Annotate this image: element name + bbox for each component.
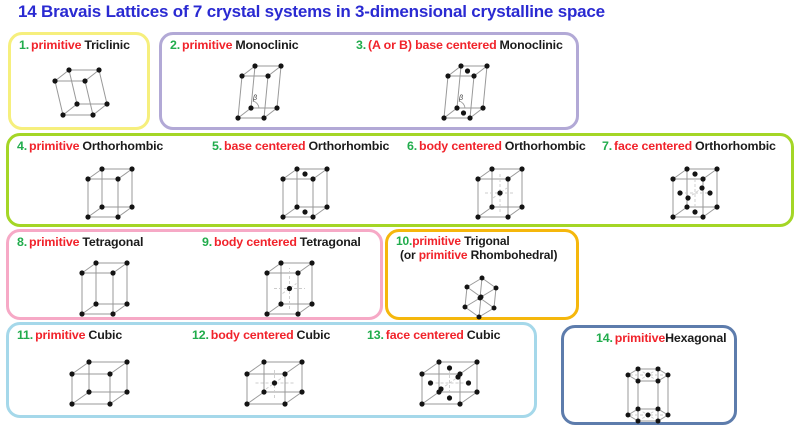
lattice-system: Monoclinic: [499, 38, 563, 52]
lattice-centering: primitive: [29, 139, 80, 153]
lattice-centering: face centered: [614, 139, 692, 153]
group-hexagonal-box: 14.primitiveHexagonal: [561, 325, 737, 425]
lattice-number: 11.: [17, 328, 34, 342]
lattice-number: 7.: [602, 139, 613, 153]
lattice-centering: body centered: [419, 139, 502, 153]
lattice-number: 13.: [367, 328, 384, 342]
lattice-centering: primitive: [31, 38, 82, 52]
lattice-caption: 14.primitiveHexagonal: [572, 331, 727, 345]
lattice-figure-hexagonal: [625, 366, 671, 424]
group-trigonal-box: 10.primitive Trigonal (or primitive Rhom…: [385, 229, 579, 320]
lattice-figure-tetra-primitive: [78, 260, 130, 317]
lattice-alt-pre: (or: [400, 247, 419, 262]
lattice-centering: face centered: [385, 328, 464, 342]
lattice-system: Orthorhombic: [308, 139, 390, 153]
lattice-figure-ortho-primitive: [84, 166, 135, 220]
lattice-number: 3.: [356, 38, 367, 52]
lattice-figure-rhombohedral: [462, 275, 499, 320]
lattice-figure-ortho-base: [279, 166, 330, 220]
lattice-number: 2.: [170, 38, 181, 52]
lattice-centering: primitive: [412, 234, 461, 248]
lattice-centering: base centered: [224, 139, 306, 153]
lattice-system: Cubic: [88, 328, 123, 342]
lattice-figure-cubic-primitive: [68, 359, 130, 407]
lattice-figure-tetra-body: [263, 260, 315, 317]
lattice-centering: (A or B) base centered: [368, 38, 497, 52]
lattice-system: Orthorhombic: [82, 139, 164, 153]
lattice-centering: primitive: [182, 38, 233, 52]
lattice-system: Monoclinic: [235, 38, 299, 52]
lattice-system: Orthorhombic: [504, 139, 586, 153]
lattice-centering: primitive: [614, 331, 666, 345]
lattice-centering: body centered: [214, 235, 297, 249]
lattice-figure-triclinic: [52, 67, 110, 118]
lattice-number: 14.: [596, 331, 613, 345]
lattice-caption-line2: (or primitive Rhombohedral): [396, 247, 568, 263]
lattice-number: 1.: [19, 38, 30, 52]
lattice-number: 12.: [192, 328, 209, 342]
lattice-number: 5.: [212, 139, 223, 153]
lattice-system: Orthorhombic: [695, 139, 776, 153]
lattice-centering: body centered: [210, 328, 294, 342]
lattice-cell-14: 14.primitiveHexagonal: [564, 328, 727, 425]
lattice-system: Tetragonal: [82, 235, 144, 249]
lattice-system: Cubic: [296, 328, 331, 342]
lattice-centering: primitive: [29, 235, 80, 249]
lattice-system: Hexagonal: [665, 331, 727, 345]
lattice-figure-cubic-face: [418, 359, 480, 407]
lattice-alt-centering: primitive: [418, 247, 468, 262]
lattice-system: Cubic: [466, 328, 501, 342]
lattice-system: Triclinic: [84, 38, 130, 52]
lattice-system: Tetragonal: [299, 235, 361, 249]
lattice-figure-ortho-body: [474, 166, 525, 220]
lattice-system: Trigonal: [464, 234, 510, 248]
lattice-number: 4.: [17, 139, 28, 153]
lattice-number: 9.: [202, 235, 213, 249]
page-title: 14 Bravais Lattices of 7 crystal systems…: [18, 2, 605, 21]
lattice-figure-cubic-body: [243, 359, 305, 407]
lattice-alt-post: Rhombohedral): [467, 247, 558, 262]
lattice-number: 8.: [17, 235, 28, 249]
lattice-figure-monoclinic-base: β: [441, 63, 490, 121]
lattice-centering: primitive: [35, 328, 86, 342]
lattice-number: 6.: [407, 139, 418, 153]
lattice-cell-10: 10.primitive Trigonal (or primitive Rhom…: [388, 232, 568, 320]
lattice-figure-monoclinic-primitive: β: [235, 63, 284, 121]
svg-text:β: β: [252, 95, 257, 102]
svg-text:β: β: [458, 95, 463, 102]
lattice-number: 10.: [396, 234, 413, 248]
lattice-figure-ortho-face: [669, 166, 720, 220]
lattice-caption: 10.primitive Trigonal: [396, 234, 568, 249]
